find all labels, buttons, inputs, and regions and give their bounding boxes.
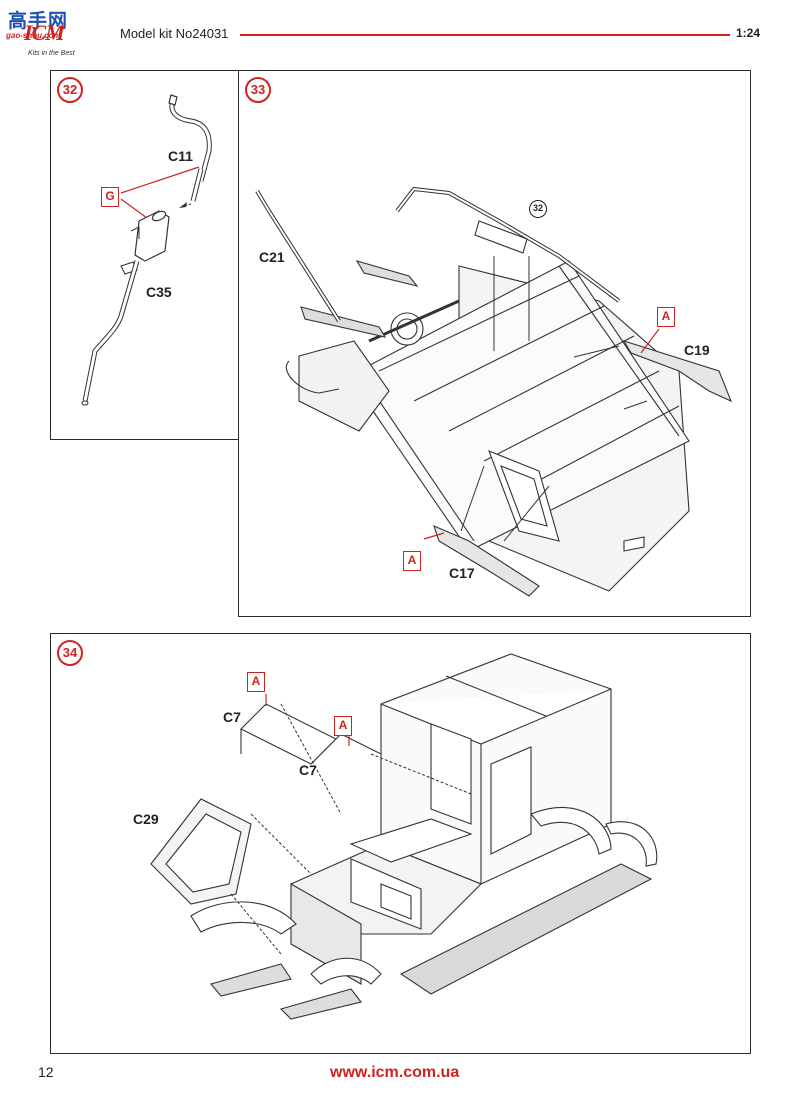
paint-tag-a-right: A [657, 307, 675, 327]
scale-label: 1:24 [736, 26, 761, 40]
step-32-panel: 32 C11 G C35 [50, 70, 240, 440]
header-divider [240, 34, 730, 36]
paint-tag-a-left: A [247, 672, 265, 692]
part-label-c11: C11 [168, 148, 193, 164]
part-label-c17: C17 [449, 565, 475, 581]
part-label-c7-right: C7 [299, 762, 317, 778]
footer-website-link[interactable]: www.icm.com.ua [330, 1064, 460, 1081]
chassis-underside-drawing [239, 71, 752, 618]
part-label-c35: C35 [146, 284, 172, 300]
brand-tagline: Kits in the Best [28, 50, 75, 57]
paint-tag-a-right: A [334, 716, 352, 736]
step-33-panel: 33 32 C21 A C19 A C17 [238, 70, 751, 617]
part-label-c19: C19 [684, 342, 710, 358]
page-number: 12 [38, 1064, 54, 1080]
watermark-text: 高手网 [8, 11, 69, 32]
step-32-reference: 32 [529, 200, 547, 218]
car-body-assembly-drawing [51, 634, 752, 1055]
brand-logo-text: ICM [24, 20, 65, 45]
step-32-badge: 32 [57, 77, 83, 103]
icm-logo: 高手网 gao-shou.com ICM Kits in the Best [6, 6, 102, 62]
step-34-badge: 34 [57, 640, 83, 666]
exhaust-pipe-drawing [51, 71, 241, 441]
part-label-c29: C29 [133, 811, 159, 827]
step-34-panel: 34 A C7 A C7 C29 [50, 633, 751, 1054]
watermark-subtext: gao-shou.com [6, 31, 61, 40]
model-kit-title: Model kit No24031 [120, 26, 229, 41]
part-label-c7-left: C7 [223, 709, 241, 725]
part-label-c21: C21 [259, 249, 285, 265]
paint-tag-a-left: A [403, 551, 421, 571]
step-33-badge: 33 [245, 77, 271, 103]
glue-tag-g: G [101, 187, 119, 207]
